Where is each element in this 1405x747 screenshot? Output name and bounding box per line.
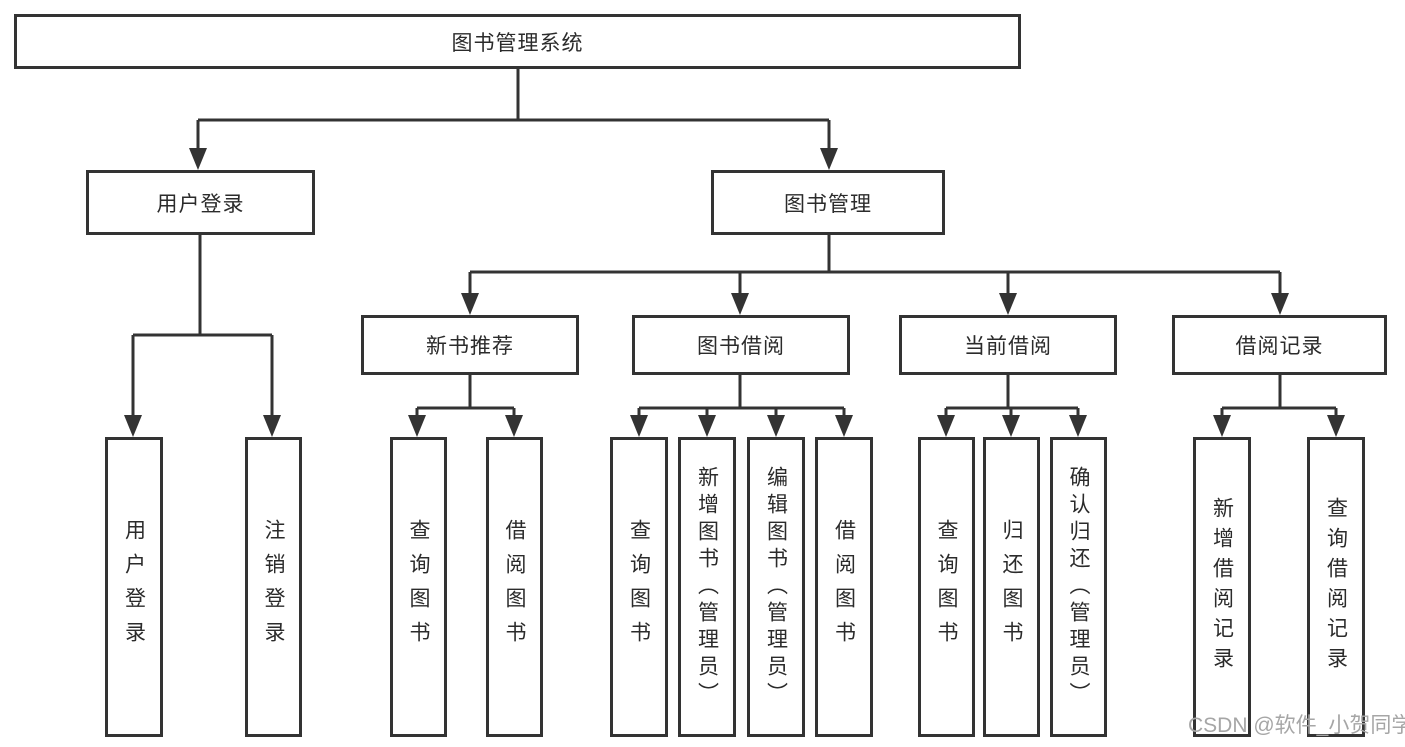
node-bb-borrow: 借阅图书 [815,437,873,737]
arrowhead [124,415,142,437]
node-new-book-rec: 新书推荐 [361,315,579,375]
arrowhead [820,148,838,170]
arrowhead [505,415,523,437]
node-label: 用户登录 [122,519,146,655]
node-label: 查询借阅记录 [1324,497,1348,677]
node-cb-confirm: 确认归还（管理员） [1050,437,1107,737]
node-root: 图书管理系统 [14,14,1021,69]
arrowhead [698,415,716,437]
arrowheads [124,148,1345,437]
node-label: 查询图书 [935,519,958,655]
node-cb-return: 归还图书 [983,437,1040,737]
edge-current-borrow-to-children [944,375,1080,418]
node-nb-borrow: 借阅图书 [486,437,543,737]
edge-user-login-to-children [131,235,274,418]
arrowhead [1069,415,1087,437]
node-label: 借阅图书 [503,519,526,655]
edge-root-to-level2 [196,69,831,152]
node-book-mgmt: 图书管理 [711,170,945,235]
node-borrow-records: 借阅记录 [1172,315,1387,375]
node-label: 查询图书 [407,519,430,655]
arrowhead [630,415,648,437]
node-user-login: 用户登录 [86,170,315,235]
node-current-borrow: 当前借阅 [899,315,1117,375]
node-nb-query: 查询图书 [390,437,447,737]
node-cb-query: 查询图书 [918,437,975,737]
node-br-add: 新增借阅记录 [1193,437,1251,737]
node-label: 查询图书 [627,519,651,655]
arrowhead [767,415,785,437]
arrowhead [408,415,426,437]
arrowhead [999,293,1017,315]
arrowhead [1213,415,1231,437]
edge-new-book-rec-to-children [415,375,516,418]
node-bb-add: 新增图书（管理员） [678,437,736,737]
arrowhead [937,415,955,437]
arrowhead [1271,293,1289,315]
node-bb-edit: 编辑图书（管理员） [747,437,805,737]
node-bb-query: 查询图书 [610,437,668,737]
node-label: 确认归还（管理员） [1067,465,1090,709]
arrowhead [189,148,207,170]
node-ul-logout: 注销登录 [245,437,302,737]
arrowhead [263,415,281,437]
arrowhead [835,415,853,437]
node-ul-user-login: 用户登录 [105,437,163,737]
edge-book-mgmt-to-level3 [468,235,1282,296]
node-label: 编辑图书（管理员） [764,465,788,709]
node-label: 新增图书（管理员） [695,465,719,709]
node-book-borrow: 图书借阅 [632,315,850,375]
arrowhead [731,293,749,315]
edge-borrow-records-to-children [1220,375,1338,418]
arrowhead [1327,415,1345,437]
node-label: 注销登录 [262,519,285,655]
node-label: 新增借阅记录 [1210,497,1234,677]
csdn-watermark: CSDN @软件_小贺同学 [1188,714,1405,737]
arrowhead [461,293,479,315]
node-br-query: 查询借阅记录 [1307,437,1365,737]
edge-book-borrow-to-children [637,375,846,418]
node-label: 归还图书 [1000,519,1023,655]
node-label: 借阅图书 [832,519,856,655]
arrowhead [1002,415,1020,437]
